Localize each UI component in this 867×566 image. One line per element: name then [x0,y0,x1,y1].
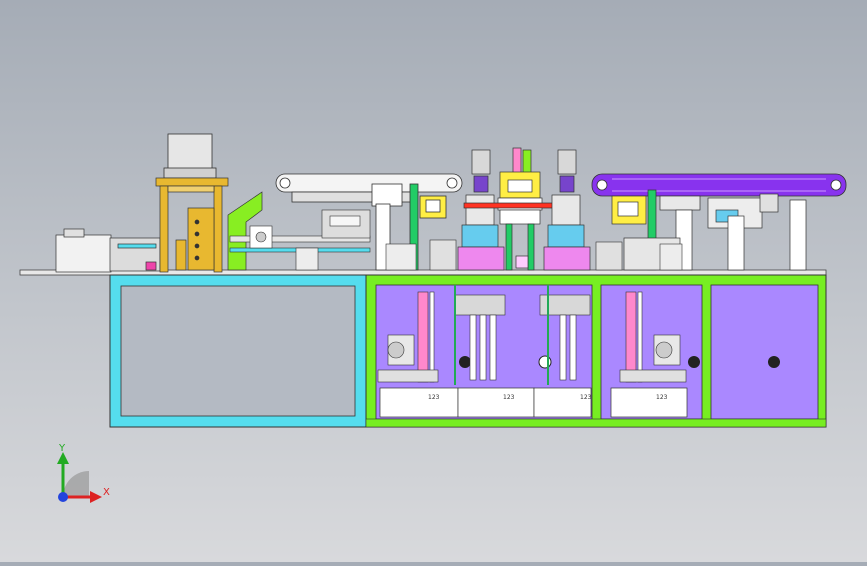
left-conveyor [229,209,371,271]
center-tower [463,147,577,271]
panel-label-4: 123 [656,394,668,401]
y-axis-label: Y [58,443,66,454]
left-feeder-box [55,228,161,273]
yellow-lift-frame [155,177,229,273]
panel-label-1: 123 [428,394,440,401]
triad-quadrant [63,471,89,497]
right-station [611,189,807,271]
cyan-frame [109,274,369,428]
center-press-right [543,149,591,271]
x-axis-label: X [103,487,110,498]
cabinet-mechanism-left [377,285,506,385]
drawer-panels: 123 123 123 123 [379,387,688,418]
y-axis-head [57,452,69,464]
center-press-left [457,149,505,271]
panel-label-3: 123 [580,394,592,401]
axis-triad: Y X [57,443,110,503]
base-fixtures [385,239,683,271]
purple-conveyor [591,173,847,197]
z-axis-dot [58,492,68,502]
cabinet-knobs [459,355,780,369]
x-axis-head [90,491,102,503]
cabinet-mechanism-middle [539,285,687,385]
panel-label-2: 123 [503,394,515,401]
servo-motor [163,133,217,179]
